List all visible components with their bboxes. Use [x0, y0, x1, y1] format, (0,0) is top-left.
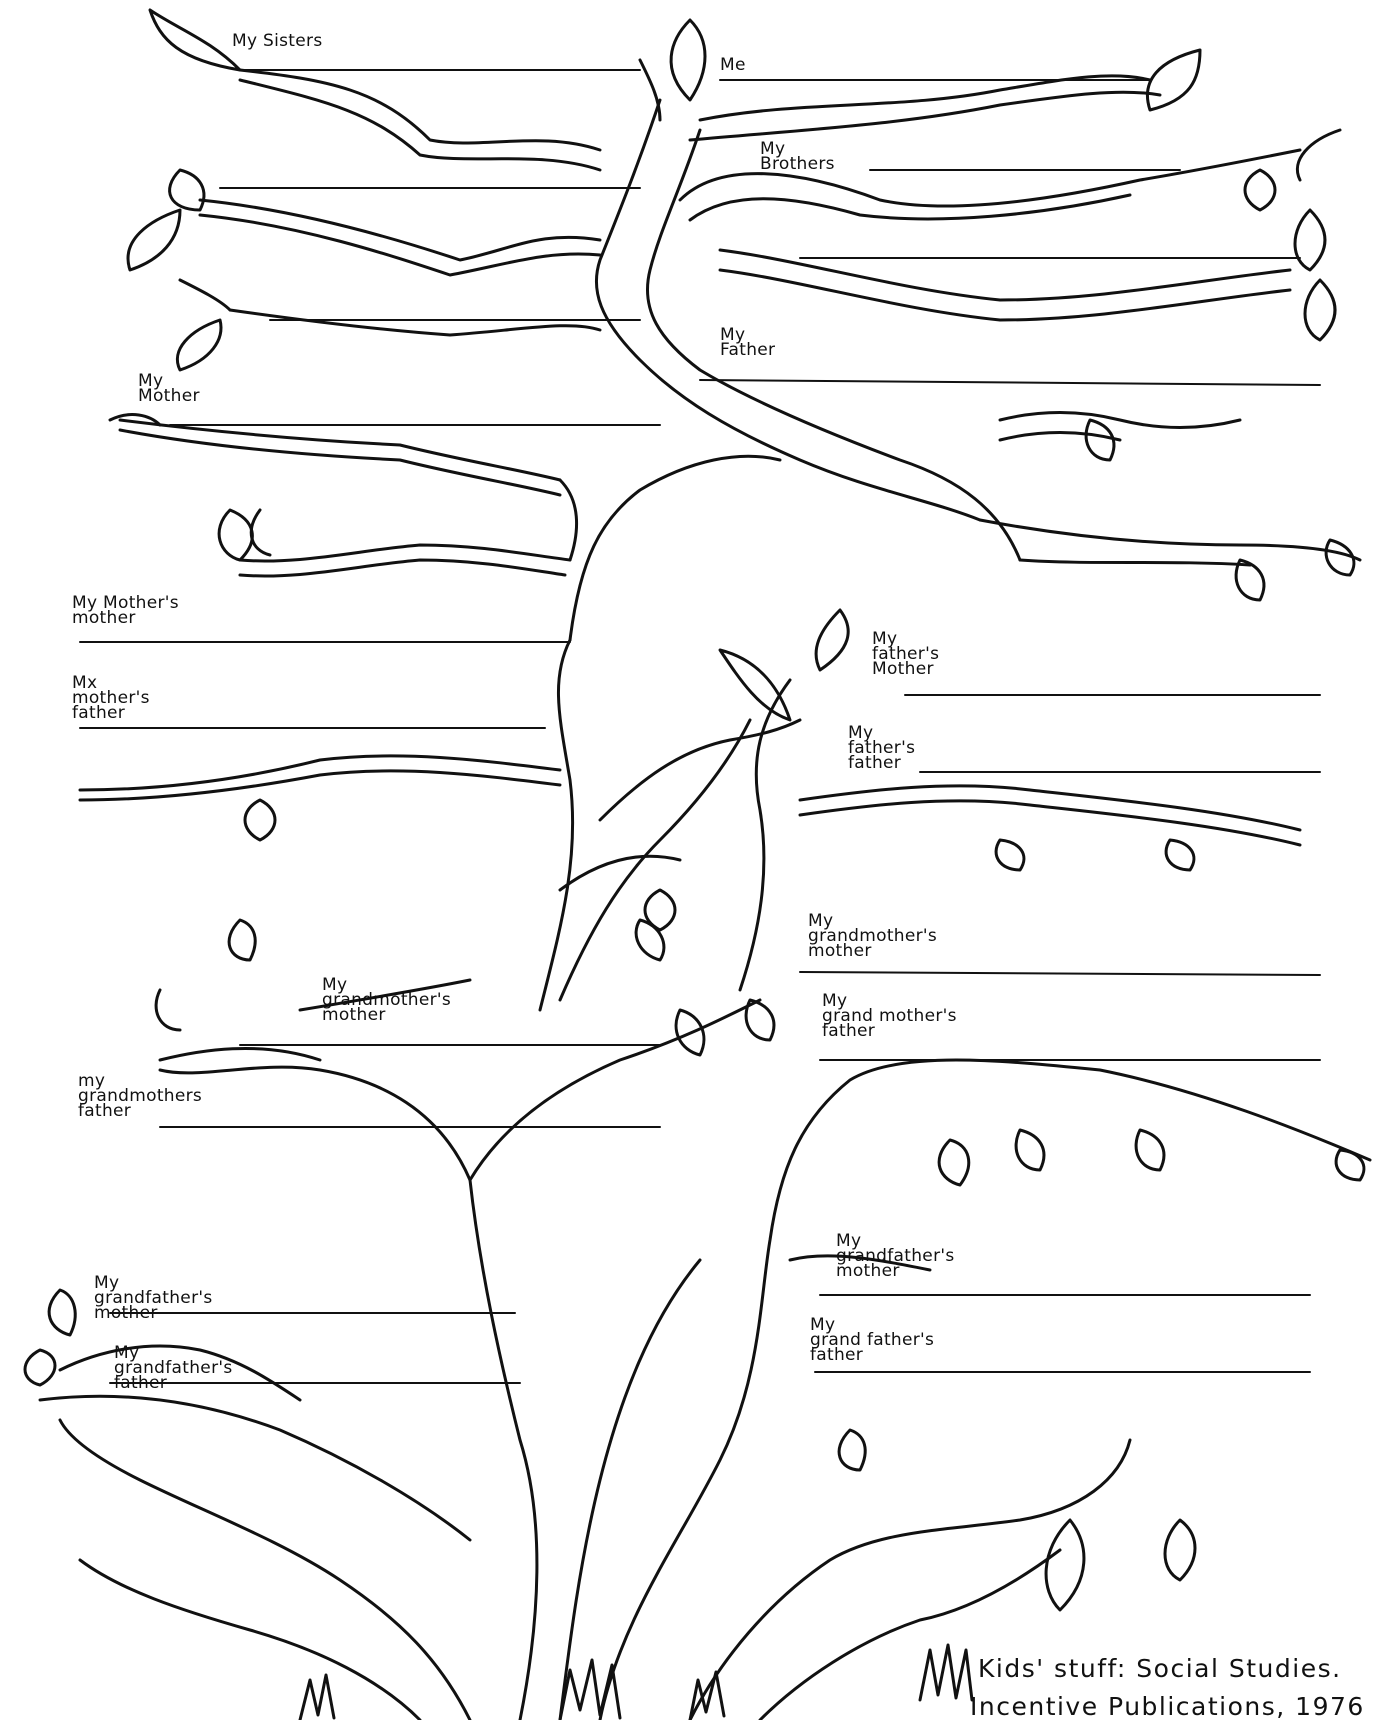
label-my-brothers: My Brothers [760, 142, 835, 172]
label-grand-mothers-father-right: My grand mother's father [822, 994, 957, 1039]
upper-trunk [540, 60, 1020, 1010]
label-my-father: My Father [720, 328, 775, 358]
label-fathers-mother: My father's Mother [872, 632, 939, 677]
credit-line-2: Incentive Publications, 1976 [970, 1692, 1365, 1721]
label-grandfathers-father-left: My grandfather's father [114, 1346, 232, 1391]
credit-line-1: Kids' stuff: Social Studies. [978, 1654, 1342, 1683]
branches [80, 70, 1360, 1270]
label-grandmothers-mother-right: My grandmother's mother [808, 914, 937, 959]
label-my-sisters: My Sisters [232, 34, 322, 49]
label-grandfathers-mother-left: My grandfather's mother [94, 1276, 212, 1321]
label-me: Me [720, 58, 746, 73]
label-mothers-father: Mx mother's father [72, 676, 150, 721]
label-grandmothers-mother-left: My grandmother's mother [322, 978, 451, 1023]
label-grandmothers-father-left: my grandmothers father [78, 1074, 202, 1119]
writing-lines [80, 70, 1320, 1383]
label-fathers-father: My father's father [848, 726, 915, 771]
label-my-mother: My Mother [138, 374, 200, 404]
label-mothers-mother: My Mother's mother [72, 596, 179, 626]
label-grand-fathers-father-right: My grand father's father [810, 1318, 934, 1363]
tree-trunk [40, 1000, 1370, 1720]
label-grandfathers-mother-right: My grandfather's mother [836, 1234, 954, 1279]
grass-tufts [300, 1645, 972, 1720]
